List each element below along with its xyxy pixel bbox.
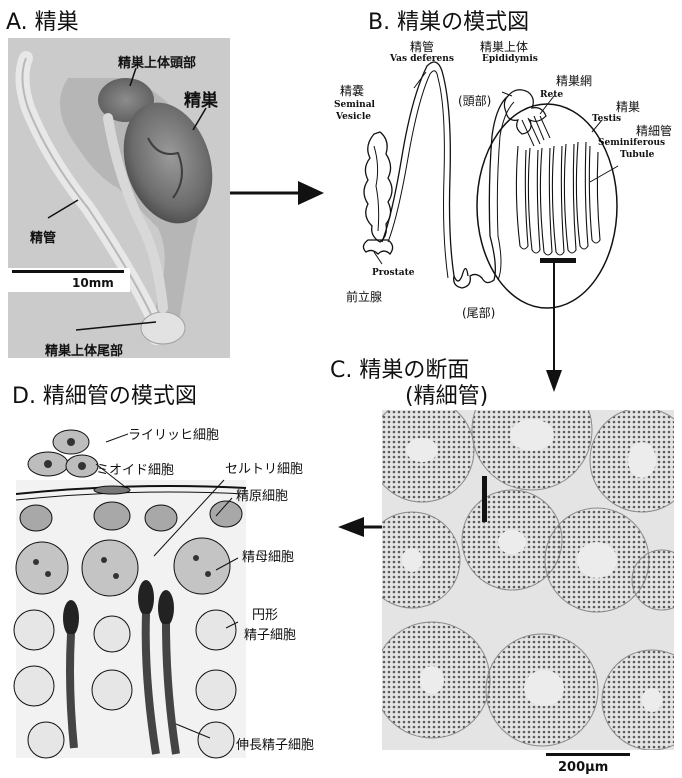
label-tubule-ja: 精細管 xyxy=(636,122,672,139)
scale-bar-label-200um: 200μm xyxy=(558,760,608,775)
testis-outline xyxy=(477,104,617,308)
label-rete-en: Rete xyxy=(540,90,563,101)
label-testis-b-en: Testis xyxy=(592,114,621,125)
arrow-b-to-c-head xyxy=(546,370,562,392)
label-epididymis-head: 精巣上体頭部 xyxy=(118,52,196,71)
label-tubule-en2: Tubule xyxy=(620,150,654,161)
scale-bar-200um xyxy=(546,753,630,756)
histology-marker xyxy=(482,476,487,522)
label-seminal-vesicle-en1: Seminal xyxy=(334,100,375,111)
label-tail: (尾部) xyxy=(462,304,495,321)
label-myoid: ミオイド細胞 xyxy=(96,459,174,478)
scale-bar-10mm xyxy=(12,270,124,273)
arrow-a-to-b-head xyxy=(298,181,324,205)
testis-schematic xyxy=(322,36,682,326)
label-epididymis-tail: 精巣上体尾部 xyxy=(45,340,123,359)
myoid-cell xyxy=(94,486,130,494)
label-epididymis-en: Epididymis xyxy=(482,54,538,65)
label-vas-ja: 精管 xyxy=(410,38,434,55)
section-marker xyxy=(540,258,576,263)
histology-section xyxy=(382,410,674,750)
scale-bar-label-10mm: 10mm xyxy=(72,276,114,290)
label-vas-en: Vas deferens xyxy=(390,54,454,65)
histology-image xyxy=(382,410,674,750)
label-spermatogonia: 精原細胞 xyxy=(236,485,288,504)
label-epididymis-ja: 精巣上体 xyxy=(480,38,528,55)
panel-b-title: B. 精巣の模式図 xyxy=(368,4,529,36)
label-elongate: 伸長精子細胞 xyxy=(236,734,314,753)
label-rete-ja: 精巣網 xyxy=(556,72,592,89)
arrow-c-to-d-head xyxy=(338,517,364,537)
label-tubule-en1: Seminiferous xyxy=(598,138,665,149)
spermatocyte-cells xyxy=(16,538,230,596)
label-testis-a: 精巣 xyxy=(184,86,218,111)
rete-testis xyxy=(522,116,550,146)
label-testis-b-ja: 精巣 xyxy=(616,98,640,115)
label-round-1: 円形 xyxy=(252,604,278,623)
label-vas-deferens-a: 精管 xyxy=(30,227,56,246)
label-leydig: ライリッヒ細胞 xyxy=(128,424,219,443)
epididymis-tail-coil xyxy=(454,96,508,288)
panel-a-title: A. 精巣 xyxy=(6,4,79,36)
label-spermatocyte: 精母細胞 xyxy=(242,546,294,565)
prostate xyxy=(363,240,392,254)
label-round-2: 精子細胞 xyxy=(244,624,296,643)
label-prostate-en: Prostate xyxy=(372,268,414,279)
label-sertoli: セルトリ細胞 xyxy=(225,458,303,477)
label-head: (頭部) xyxy=(458,92,491,109)
leydig-cells xyxy=(28,430,98,477)
seminiferous-tubules xyxy=(516,142,600,255)
label-seminal-vesicle-en2: Vesicle xyxy=(336,112,371,123)
label-seminal-vesicle-ja: 精嚢 xyxy=(340,82,364,99)
panel-d-title: D. 精細管の模式図 xyxy=(12,378,197,410)
label-prostate-ja: 前立腺 xyxy=(346,288,382,305)
vas-deferens-tube xyxy=(382,62,468,281)
panel-c-title-line2: (精細管) xyxy=(405,378,488,410)
